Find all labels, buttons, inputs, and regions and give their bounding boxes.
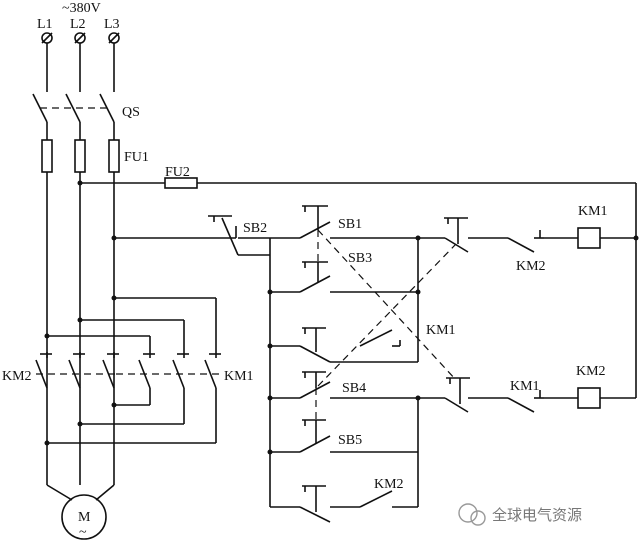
qs-label: QS — [122, 105, 140, 120]
km2-aux-label: KM2 — [374, 477, 404, 492]
phase-label-l2: L2 — [70, 17, 86, 32]
km2-coil-path — [418, 377, 636, 413]
motor-label: M — [78, 510, 91, 525]
km2-main-contacts — [35, 352, 119, 389]
km2-coil-label: KM2 — [576, 364, 606, 379]
power-lines — [46, 43, 115, 92]
control-feed — [111, 235, 212, 241]
km1-main-label: KM1 — [224, 369, 254, 384]
km1-aux-contact — [267, 327, 418, 363]
sb1-button — [270, 205, 418, 239]
output-wiring — [44, 388, 217, 446]
sb5-label: SB5 — [338, 433, 362, 448]
wechat-icon — [458, 503, 478, 523]
km2-aux-contact — [270, 485, 418, 523]
watermark: 全球电气资源 — [458, 503, 582, 526]
sb5-button — [267, 419, 418, 455]
km1-coil-label: KM1 — [578, 204, 608, 219]
fu2-label: FU2 — [165, 165, 190, 180]
watermark-text: 全球电气资源 — [492, 506, 582, 524]
km1-aux-label: KM1 — [426, 323, 456, 338]
fu2-branch — [77, 177, 637, 398]
km1-coil-path — [418, 217, 639, 253]
supply-voltage-label: ~380V — [62, 1, 101, 16]
mechanical-links — [315, 229, 457, 420]
sb2-label: SB2 — [243, 221, 267, 236]
motor — [46, 484, 115, 540]
fu1-fuses — [41, 139, 120, 173]
km2-main-label: KM2 — [2, 369, 32, 384]
qs-switch — [32, 93, 115, 140]
motor-ac-symbol: ~ — [79, 525, 87, 540]
km2-interlock-label: KM2 — [516, 259, 546, 274]
power-lines-lower — [46, 172, 115, 485]
fu1-label: FU1 — [124, 150, 149, 165]
sb2-stop-button — [208, 215, 270, 256]
reversing-wiring — [44, 295, 217, 352]
sb4-label: SB4 — [342, 381, 366, 396]
supply-terminals — [41, 32, 120, 44]
phase-label-l1: L1 — [37, 17, 53, 32]
sb4-button — [267, 371, 418, 401]
km1-main-contacts — [116, 352, 221, 389]
sb3-button — [267, 261, 418, 295]
sb1-label: SB1 — [338, 217, 362, 232]
phase-label-l3: L3 — [104, 17, 120, 32]
sb3-label: SB3 — [348, 251, 372, 266]
km1-interlock-label: KM1 — [510, 379, 540, 394]
